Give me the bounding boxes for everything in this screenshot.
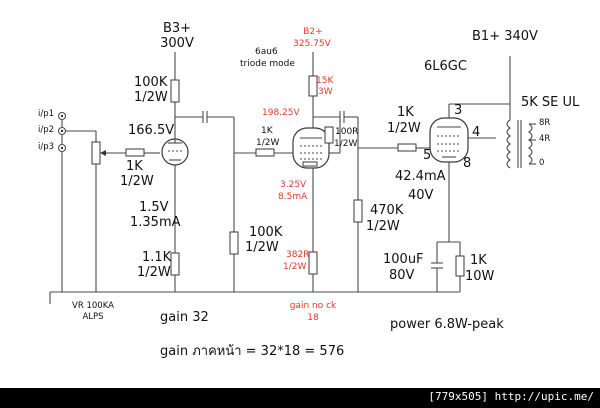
- driver-grid-leak-value: 100K: [249, 225, 283, 240]
- driver-cathode-circuit: [308, 168, 318, 292]
- output-cathode-voltage: 40V: [408, 188, 434, 203]
- driver-plate-resistor-power: 3W: [318, 87, 333, 97]
- gain-equation: gain ภาคหน้า = 32*18 = 576: [160, 344, 345, 359]
- driver-grid-resistor-value: 1K: [261, 126, 273, 136]
- volume-pot-label: VR 100KA: [72, 301, 114, 311]
- output-cathode-circuit: [431, 162, 465, 292]
- input-grid-resistor-value: 1K: [126, 159, 143, 174]
- driver-plate-circuit: [308, 52, 363, 292]
- input-jacks: [57, 111, 96, 292]
- driver-cathode-current: 8.5mA: [278, 192, 308, 202]
- input-label-2: i/p2: [38, 125, 55, 135]
- output-cathode-cap-value: 100uF: [383, 252, 424, 267]
- driver-tube-name: 6au6: [255, 47, 278, 57]
- output-cathode-current: 42.4mA: [395, 169, 446, 184]
- b1-label: B1+ 340V: [472, 29, 538, 44]
- input-grid-resistor: [125, 148, 160, 157]
- output-pin-5: 5: [423, 148, 432, 163]
- footer-watermark: [779x505] http://upic.me/: [428, 390, 594, 403]
- input-cathode-current: 1.35mA: [130, 215, 181, 230]
- input-plate-circuit: [170, 52, 239, 292]
- b2-voltage: 325.75V: [293, 39, 331, 49]
- output-transformer: [448, 56, 536, 169]
- output-tap-0: 0: [539, 158, 545, 168]
- output-cathode-resistor-power: 10W: [465, 269, 495, 284]
- b2-label: B2+: [303, 27, 323, 37]
- output-pin-8: 8: [463, 156, 472, 171]
- input-plate-resistor-value: 100K: [134, 75, 168, 90]
- input-triode: [161, 138, 189, 166]
- volume-pot: [91, 131, 126, 292]
- output-cathode-resistor-value: 1K: [470, 253, 487, 268]
- input-gain-label: gain 32: [160, 310, 209, 325]
- output-cathode-cap-voltage: 80V: [389, 268, 415, 283]
- driver-plate-voltage: 198.25V: [262, 108, 300, 118]
- output-transformer-label: 5K SE UL: [521, 95, 580, 110]
- driver-grid-resistor-power: 1/2W: [256, 138, 280, 148]
- input-cathode-resistor-value: 1.1K: [142, 250, 172, 265]
- driver-stopper-value: 100R: [335, 127, 359, 137]
- output-tap-8: 8R: [539, 118, 551, 128]
- driver-gain-value: 18: [307, 313, 319, 323]
- output-tap-4: 4R: [539, 134, 551, 144]
- b3-voltage: 300V: [160, 36, 194, 51]
- output-grid-resistor-power: 1/2W: [387, 121, 421, 136]
- footer-bar: [0, 388, 600, 408]
- driver-gain-label: gain no ck: [289, 301, 337, 311]
- driver-stopper-power: 1/2W: [334, 139, 358, 149]
- driver-stopper-resistor: [324, 126, 334, 144]
- driver-grid-resistor: [234, 148, 293, 157]
- output-pin-3: 3: [454, 103, 463, 118]
- output-grid-resistor-value: 1K: [397, 105, 414, 120]
- driver-cathode-resistor-power: 1/2W: [283, 262, 307, 272]
- input-cathode-circuit: [170, 165, 180, 292]
- volume-pot-brand: ALPS: [82, 312, 104, 322]
- driver-tube: [292, 120, 341, 169]
- input-grid-resistor-power: 1/2W: [120, 174, 154, 189]
- driver-cathode-voltage: 3.25V: [280, 180, 307, 190]
- input-label-3: i/p3: [38, 142, 55, 152]
- input-cathode-resistor-power: 1/2W: [137, 265, 171, 280]
- output-grid-leak-value: 470K: [370, 203, 404, 218]
- input-cathode-voltage: 1.5V: [139, 200, 169, 215]
- input-label-1: i/p1: [38, 109, 55, 119]
- driver-cathode-resistor-value: 382R: [286, 250, 310, 260]
- input-plate-resistor-power: 1/2W: [134, 90, 168, 105]
- driver-tube-mode: triode mode: [240, 59, 295, 69]
- output-power-label: power 6.8W-peak: [390, 317, 504, 332]
- output-grid-resistor: [358, 143, 430, 152]
- driver-plate-resistor-value: 15K: [316, 76, 334, 86]
- b3-label: B3+: [162, 21, 192, 36]
- driver-grid-leak-power: 1/2W: [245, 240, 279, 255]
- output-pin-4: 4: [472, 125, 481, 140]
- output-tube-name: 6L6GC: [424, 59, 467, 74]
- output-grid-leak-power: 1/2W: [366, 219, 400, 234]
- input-plate-voltage: 166.5V: [128, 123, 175, 138]
